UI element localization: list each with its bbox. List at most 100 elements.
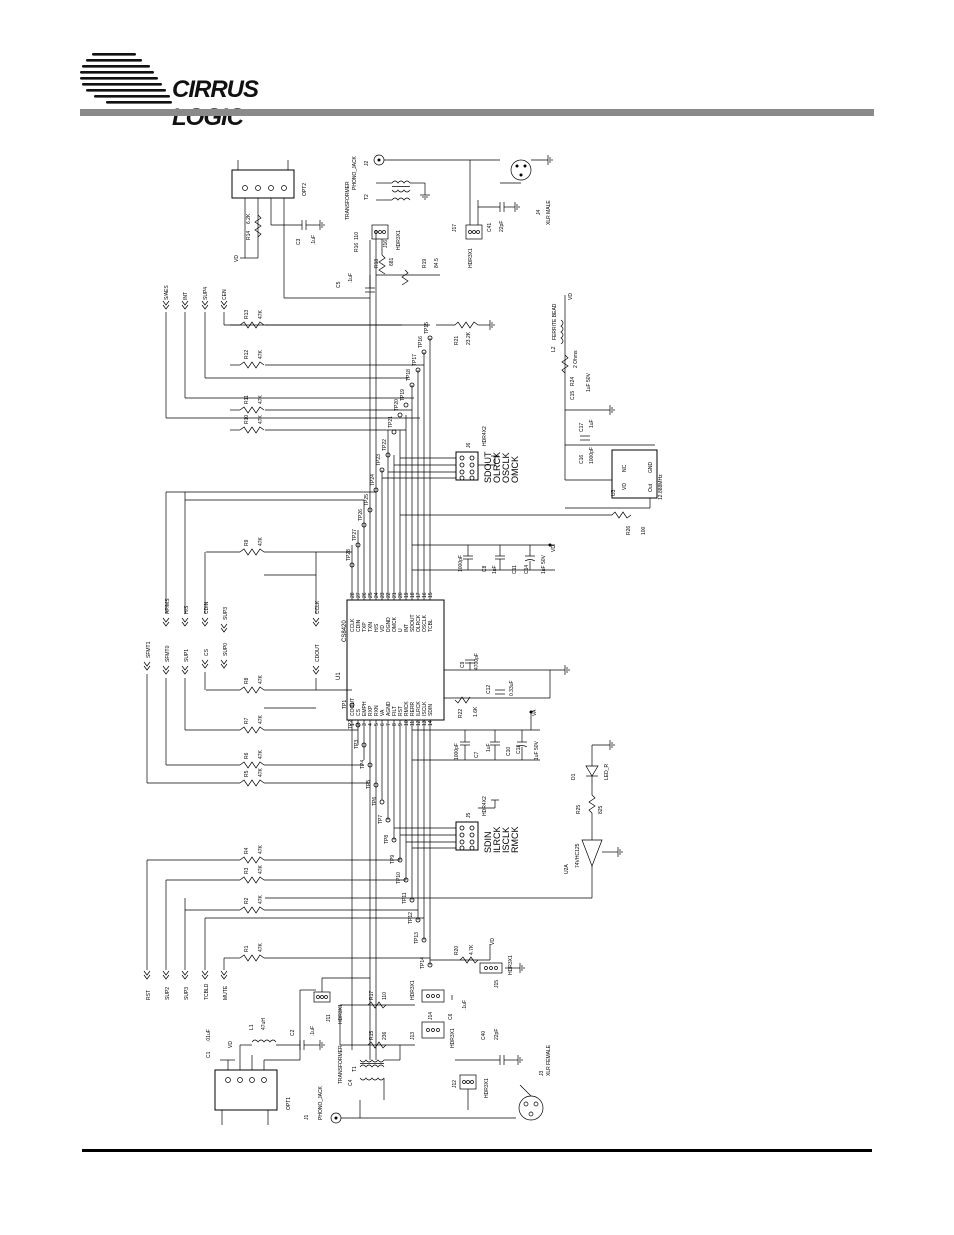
chip-pin-num: 12 — [416, 720, 422, 726]
r15-val: 236 — [382, 1031, 388, 1040]
test-point-label: TP23 — [376, 454, 382, 466]
resistor-ref: R10 — [244, 415, 250, 424]
c9-ref: C9 — [460, 661, 466, 668]
header-bar — [80, 109, 874, 116]
j6-type: HDR4X2 — [482, 426, 488, 446]
l1-val: 47uH — [261, 1018, 267, 1030]
test-point — [385, 817, 391, 823]
signal-label: TCBLD — [204, 983, 210, 1000]
c10-val: 1uF — [486, 743, 492, 752]
r20-vd: VD — [490, 938, 496, 945]
cirrus-logo: CIRRUS LOGIC® — [80, 50, 340, 131]
resistor-val: 47K — [258, 674, 264, 684]
chip-pin-name: RST — [398, 706, 404, 716]
c13-val: 1uF 50V — [534, 740, 540, 760]
c1-val: .01uF — [206, 1029, 212, 1042]
c12-ref: C12 — [486, 685, 492, 694]
test-point-label: TP8 — [384, 835, 390, 844]
opt2-vd: VD — [234, 255, 240, 262]
j13-ref: J13 — [410, 1032, 416, 1040]
signal-label: SUP0 — [223, 643, 229, 656]
signal-label: MUTE — [223, 985, 229, 1000]
chip-pin-name: OMCK — [392, 616, 398, 632]
c14-ref: C14 — [524, 565, 530, 574]
test-point-label: TP18 — [406, 369, 412, 381]
chip-pin-num: 26 — [362, 592, 368, 598]
resistor-val: 47K — [258, 414, 264, 424]
c3-val: .1uF — [311, 235, 317, 245]
opt2-label: OPT2 — [302, 183, 308, 196]
c11-val: 1uF — [492, 565, 498, 574]
chip-pin-num: 22 — [386, 592, 392, 598]
c16-val: 1000pF — [589, 447, 595, 464]
d1-type: LED_R — [604, 763, 610, 780]
resistor-val: 47K — [258, 714, 264, 724]
resistor-ref: R11 — [244, 395, 250, 404]
led-d1-icon — [585, 765, 599, 777]
resistor-ref: R2 — [244, 897, 250, 904]
chip-pin-num: 5 — [374, 723, 380, 726]
r21-ref: R21 — [454, 336, 460, 345]
bus-lines — [351, 275, 431, 1060]
j4-ref: J4 — [536, 210, 542, 216]
test-point-label: TP17 — [412, 354, 418, 366]
chip-pin-name: OSCLK — [422, 614, 428, 632]
c5-ref: C5 — [336, 281, 342, 288]
test-point — [397, 412, 403, 418]
t2-ref: T2 — [364, 194, 370, 200]
cap-block-top: 1000pF C8 1uF C11 C14 1uF 50V VD — [412, 543, 557, 574]
resistor-ref: R4 — [244, 847, 250, 854]
test-point-label: TP4 — [360, 760, 366, 769]
c4-ref: C4 — [348, 1079, 354, 1086]
j17-ref: J17 — [452, 224, 458, 232]
resistor-val: 47K — [258, 536, 264, 546]
resistor-val: 47K — [258, 394, 264, 404]
test-points-left: TP1TP2TP3TP4TP5TP6TP7TP8TP9TP10TP11TP12T… — [342, 700, 433, 969]
test-point-label: TP28 — [346, 549, 352, 561]
r17-ref: R17 — [369, 991, 375, 1000]
test-point-label: TP9 — [390, 855, 396, 864]
j16-type: HDR3X1 — [396, 230, 402, 250]
r18-ref: R18 — [374, 259, 380, 268]
j3-type: XLR FEMALE — [546, 1044, 552, 1076]
r19-val: 84.5 — [434, 258, 440, 268]
resistor-val: 47K — [258, 942, 264, 952]
test-point-label: TP5 — [366, 780, 372, 789]
bottom-section: OPT1 C1 .01uF VD L1 47uH C2 .1uF J11 HDR… — [206, 938, 552, 1125]
l2-vd: VD — [568, 293, 574, 300]
test-point-label: TP3 — [354, 740, 360, 749]
j1-type: PHONO_JACK — [318, 1085, 324, 1120]
resistor-val: 47K — [258, 309, 264, 319]
signal-label: SUP3 — [223, 607, 229, 620]
chip-pin-num: 17 — [416, 592, 422, 598]
r21-val: 23.2K — [466, 331, 472, 345]
c7-ref: C7 — [474, 751, 480, 758]
resistor-val: 47K — [258, 864, 264, 874]
chip-pin-num: 1 — [350, 723, 356, 726]
chip-pin-name: TXN — [368, 622, 374, 632]
chip-pin-name: RERR — [410, 701, 416, 716]
cap-block-bottom: 1000pF C7 1uF C10 C13 1uF 50V VA — [412, 709, 540, 761]
chip-pin-num: 7 — [386, 723, 392, 726]
cap-top-vd: VD — [551, 545, 557, 552]
r22-val: 1.6K — [473, 706, 479, 717]
c1-ref: C1 — [206, 1051, 212, 1058]
r24-val: 2 Ohms — [573, 350, 579, 368]
r25-ref: R25 — [576, 805, 582, 814]
c10-ref: C10 — [506, 747, 512, 756]
chip-pin-name: TCBL — [428, 619, 434, 632]
r18-val: 681 — [389, 257, 395, 266]
resistor-val: 47K — [258, 749, 264, 759]
chip-pin-name: ILRCK — [416, 701, 422, 716]
j17-header — [465, 224, 483, 240]
c40-val: 22pF — [494, 1029, 500, 1040]
test-points-right: TP15TP16TP17TP18TP19TP20TP21TP22TP23TP24… — [346, 322, 433, 568]
j12-ref: J12 — [452, 1080, 458, 1088]
chip-pin-name: RXP — [368, 705, 374, 716]
test-point-label: TP25 — [364, 494, 370, 506]
j16-ref: J16 — [383, 240, 389, 248]
chip-pin-num: 14 — [428, 720, 434, 726]
chip-pin-num: 11 — [410, 721, 416, 726]
